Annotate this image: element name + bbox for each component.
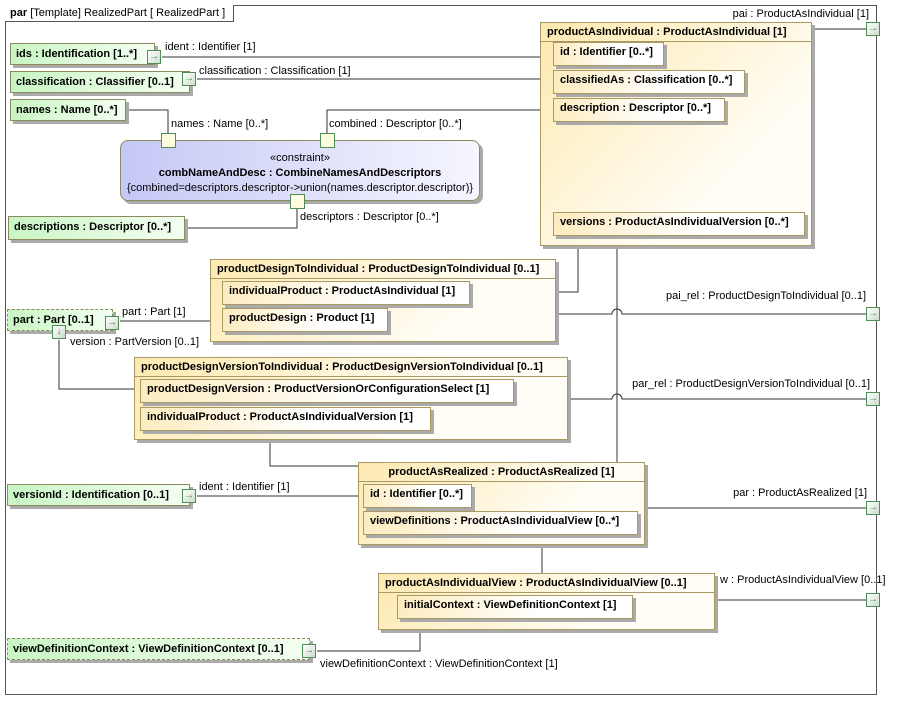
connector-label: descriptors : Descriptor [0..*] (300, 211, 439, 223)
property-id[interactable]: id : Identifier [0..*] (553, 42, 664, 66)
diagram-frame (5, 5, 877, 695)
connector-label: viewDefinitionContext : ViewDefinitionCo… (320, 658, 558, 670)
block-title: productAsIndividual : ProductAsIndividua… (541, 23, 811, 42)
constraint-name: combNameAndDesc : CombineNamesAndDescrip… (158, 167, 442, 179)
parameter-view-definition-context[interactable]: viewDefinitionContext : ViewDefinitionCo… (7, 638, 310, 660)
constraint-expression: {combined=descriptors.descriptor->union(… (126, 182, 474, 194)
output-port-label: w : ProductAsIndividualView [0..1] (720, 574, 886, 586)
constraint-port-combined[interactable] (320, 133, 335, 148)
output-port-label: par_rel : ProductDesignVersionToIndividu… (632, 378, 870, 390)
frame-kind: par (10, 7, 28, 19)
connector-version (58, 340, 140, 390)
property-individual-product[interactable]: individualProduct : ProductAsIndividualV… (140, 407, 431, 431)
frame-title: [Template] RealizedPart [ RealizedPart ] (30, 7, 226, 19)
connector-par-rel (568, 393, 866, 400)
output-port-label: pai : ProductAsIndividual [1] (732, 8, 869, 20)
property-initial-context[interactable]: initialContext : ViewDefinitionContext [… (397, 595, 633, 619)
port-arrow-right-icon[interactable]: → (302, 644, 316, 658)
block-title: productDesignToIndividual : ProductDesig… (211, 260, 555, 279)
property-individual-product[interactable]: individualProduct : ProductAsIndividual … (222, 281, 470, 305)
property-product-design-version[interactable]: productDesignVersion : ProductVersionOrC… (140, 379, 514, 403)
connector-label: names : Name [0..*] (171, 118, 269, 130)
constraint-port-descriptors[interactable] (290, 194, 305, 209)
constraint-stereotype: «constraint» (270, 152, 330, 164)
parameter-ids[interactable]: ids : Identification [1..*] (10, 43, 155, 65)
property-classified-as[interactable]: classifiedAs : Classification [0..*] (553, 70, 745, 94)
block-title: productDesignVersionToIndividual : Produ… (135, 358, 567, 377)
connector-combined (326, 109, 553, 133)
property-product-design[interactable]: productDesign : Product [1] (222, 308, 388, 332)
port-arrow-right-icon[interactable]: → (147, 50, 161, 64)
block-title: productAsIndividualView : ProductAsIndiv… (379, 574, 714, 593)
output-port-arrow-right-icon[interactable]: → (866, 593, 880, 607)
output-port-label: pai_rel : ProductDesignToIndividual [0..… (666, 290, 866, 302)
port-arrow-down-icon[interactable]: ↓ (52, 325, 66, 339)
parameter-version-id[interactable]: versionId : Identification [0..1] (7, 484, 190, 506)
port-arrow-right-icon[interactable]: → (105, 316, 119, 330)
connector-descriptors (185, 209, 298, 229)
frame-header: par [Template] RealizedPart [ RealizedPa… (5, 5, 235, 22)
property-description[interactable]: description : Descriptor [0..*] (553, 98, 725, 122)
property-id[interactable]: id : Identifier [0..*] (363, 484, 472, 508)
parameter-names[interactable]: names : Name [0..*] (10, 99, 126, 121)
connector-names (126, 109, 169, 133)
connector-individual-product-version (269, 431, 358, 467)
constraint-block[interactable]: «constraint» combNameAndDesc : CombineNa… (120, 140, 480, 201)
connector-label: ident : Identifier [1] (199, 481, 290, 493)
connector-label: ident : Identifier [1] (165, 41, 256, 53)
output-port-arrow-right-icon[interactable]: → (866, 501, 880, 515)
constraint-port-names[interactable] (161, 133, 176, 148)
port-arrow-right-icon[interactable]: → (182, 489, 196, 503)
connector-label: part : Part [1] (122, 306, 186, 318)
parameter-descriptions[interactable]: descriptions : Descriptor [0..*] (8, 216, 185, 240)
connector-label: combined : Descriptor [0..*] (329, 118, 462, 130)
output-port-label: par : ProductAsRealized [1] (733, 487, 867, 499)
property-versions[interactable]: versions : ProductAsIndividualVersion [0… (553, 212, 805, 236)
output-port-arrow-right-icon[interactable]: → (866, 22, 880, 36)
connector-label: classification : Classification [1] (199, 65, 351, 77)
property-view-definitions[interactable]: viewDefinitions : ProductAsIndividualVie… (363, 511, 638, 535)
connector-label: version : PartVersion [0..1] (70, 336, 200, 348)
block-title: productAsRealized : ProductAsRealized [1… (359, 463, 644, 482)
connector-pai-rel (556, 308, 866, 315)
output-port-arrow-right-icon[interactable]: → (866, 392, 880, 406)
parameter-classification[interactable]: classification : Classifier [0..1] (10, 71, 190, 93)
parameter-part[interactable]: part : Part [0..1] (7, 309, 113, 331)
output-port-arrow-right-icon[interactable]: → (866, 307, 880, 321)
port-arrow-right-icon[interactable]: → (182, 72, 196, 86)
